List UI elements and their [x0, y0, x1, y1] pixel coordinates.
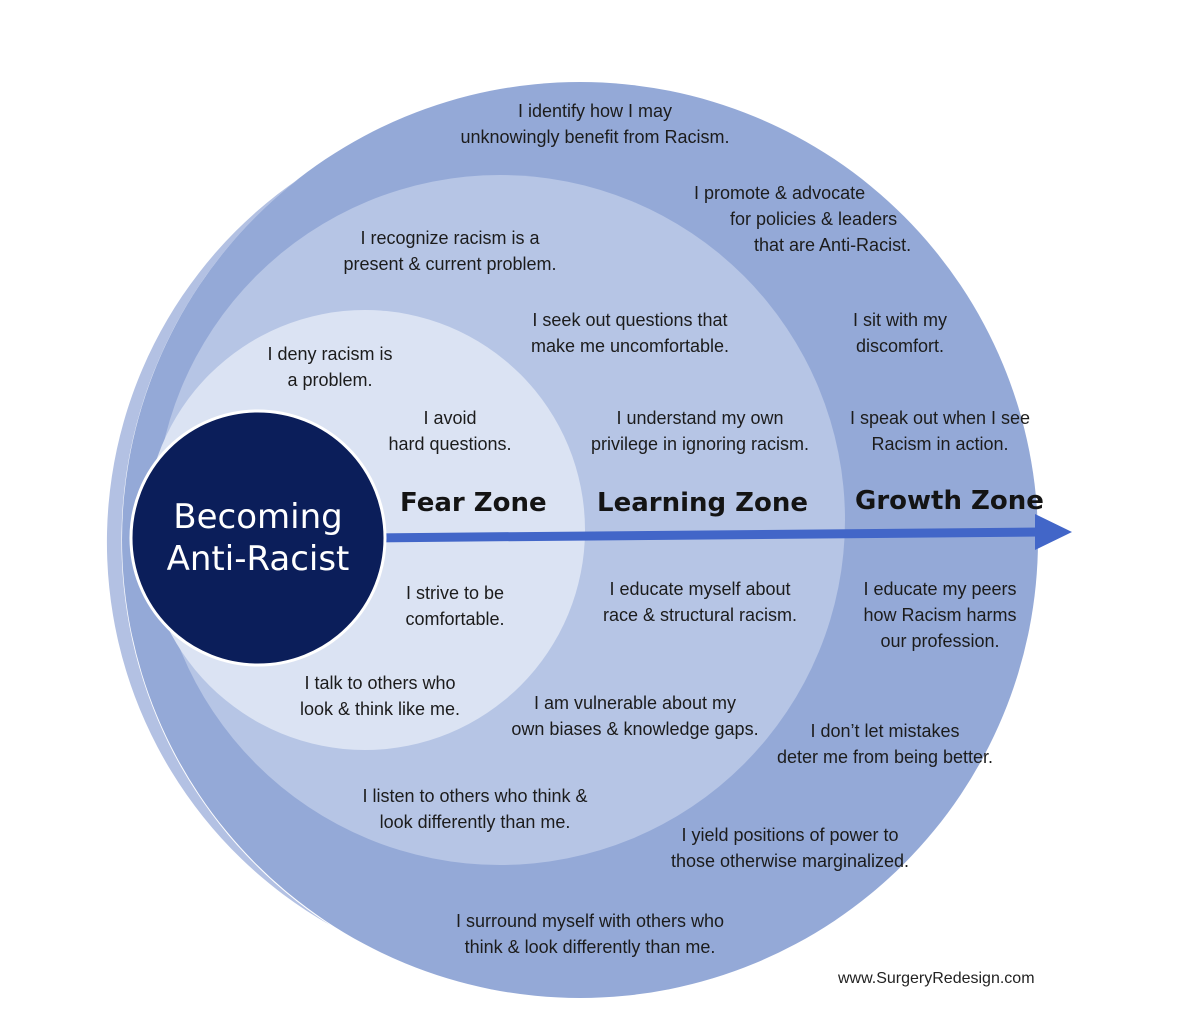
center-title-line1: Becoming [173, 497, 343, 537]
growth-item: I don’t let mistakes deter me from being… [776, 721, 994, 767]
learning-item: I educate myself about race & structural… [602, 579, 798, 625]
growth-item: I educate my peers how Racism harms our … [863, 579, 1017, 651]
learning-zone-title: Learning Zone [597, 488, 809, 518]
growth-item: I yield positions of power to those othe… [670, 825, 910, 871]
growth-zone-shade [106, 178, 331, 925]
growth-item: I promote & advocate for policies & lead… [694, 183, 912, 255]
fear-item: I deny racism is a problem. [267, 344, 393, 390]
growth-item: I sit with my discomfort. [852, 310, 947, 356]
credit-url: www.SurgeryRedesign.com [838, 970, 1035, 987]
growth-item: I identify how I may unknowingly benefit… [460, 101, 730, 147]
arrow-head [1035, 514, 1072, 550]
growth-item: I speak out when I see Racism in action. [849, 408, 1031, 454]
learning-item: I understand my own privilege in ignorin… [590, 408, 810, 454]
fear-item: I strive to be comfortable. [405, 583, 505, 629]
center-title-line2: Anti-Racist [166, 539, 350, 579]
fear-item: I avoid hard questions. [388, 408, 512, 454]
fear-item: I talk to others who look & think like m… [299, 673, 461, 719]
growth-item: I surround myself with others who think … [455, 911, 725, 957]
center-circle [129, 409, 387, 667]
arrow-shaft [359, 527, 1041, 543]
growth-zone-title: Growth Zone [855, 486, 1044, 516]
learning-item: I listen to others who think & look diff… [362, 786, 588, 832]
learning-item: I seek out questions that make me uncomf… [530, 310, 730, 356]
center-title: Becoming Anti-Racist [148, 496, 368, 580]
learning-item: I recognize racism is a present & curren… [343, 228, 557, 274]
learning-item: I am vulnerable about my own biases & kn… [511, 693, 759, 739]
fear-zone-title: Fear Zone [400, 488, 547, 518]
